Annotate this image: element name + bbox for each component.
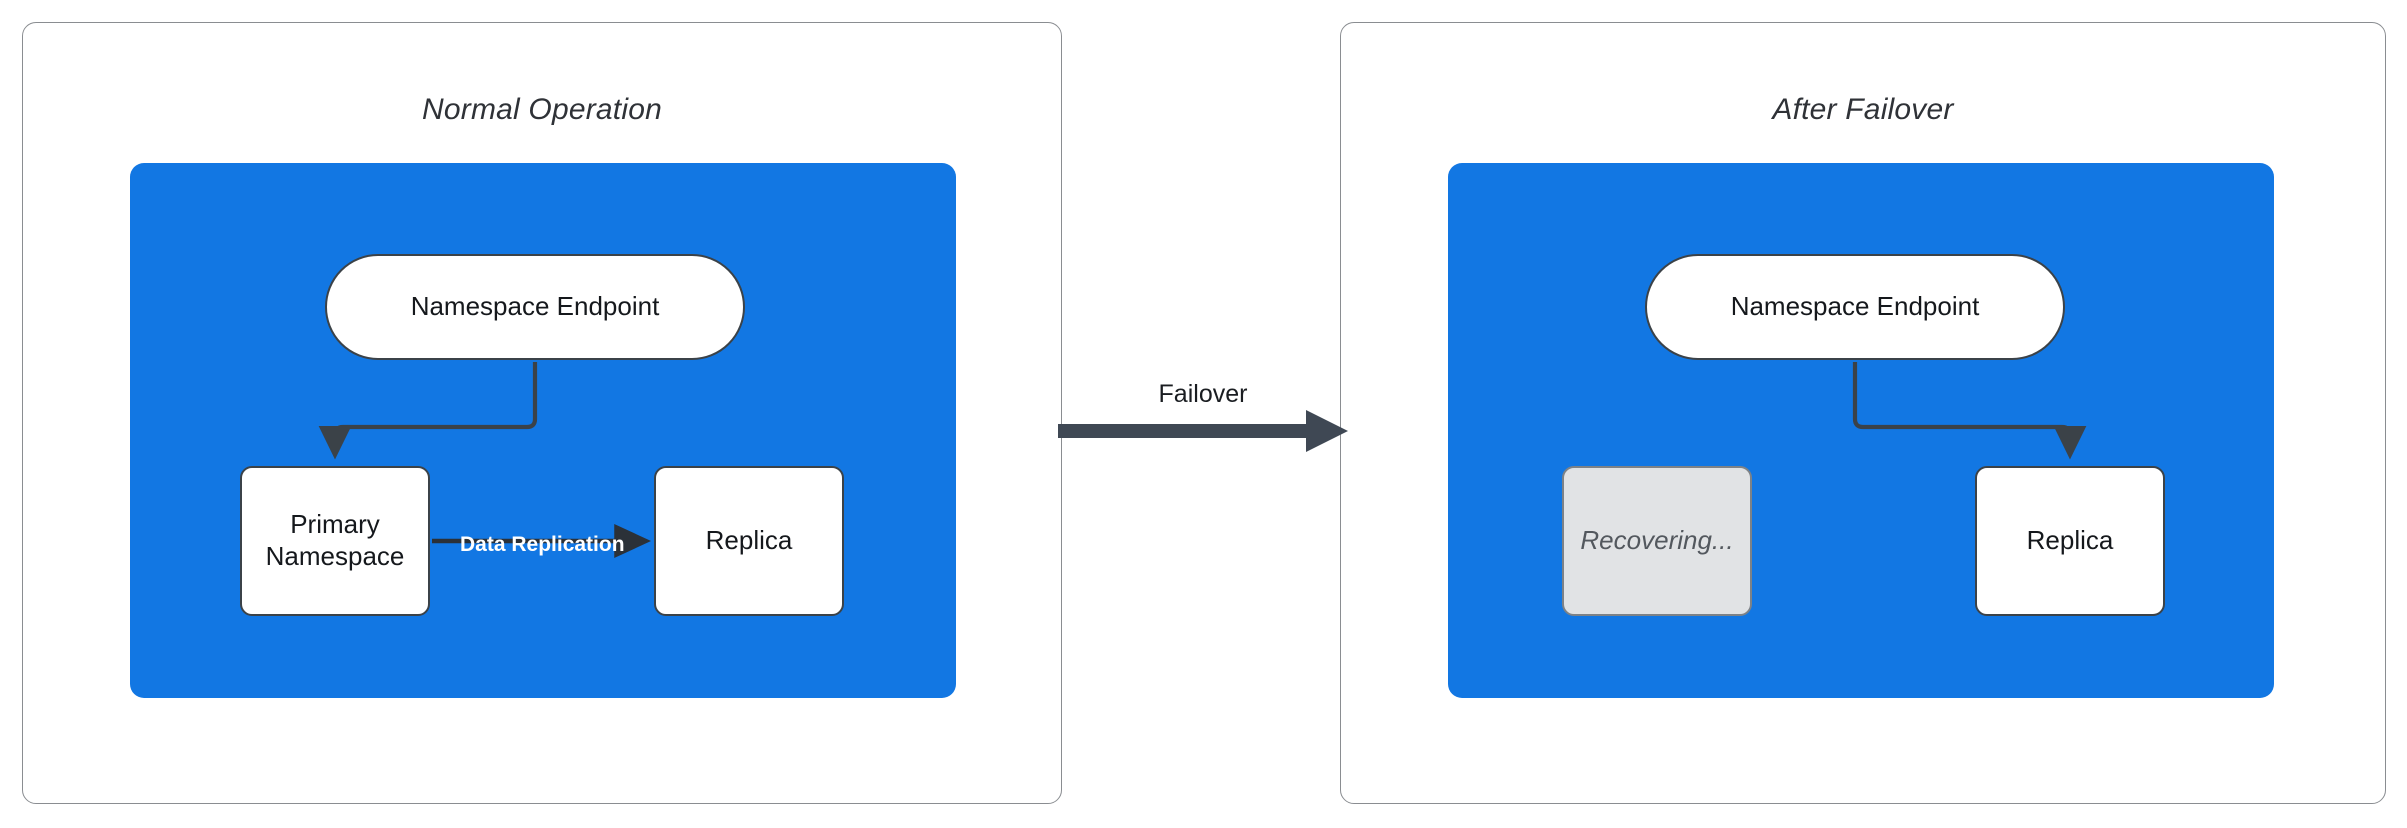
node-namespace-endpoint-normal[interactable]: Namespace Endpoint <box>325 254 745 360</box>
node-label: Namespace Endpoint <box>410 291 660 322</box>
node-label: Primary Namespace <box>266 509 405 572</box>
region-after-failover <box>1448 163 2274 698</box>
node-recovering[interactable]: Recovering... <box>1562 466 1752 616</box>
failover-transition: Failover <box>1058 380 1348 490</box>
region-normal-operation <box>130 163 956 698</box>
node-label: Namespace Endpoint <box>1730 291 1980 322</box>
node-label: Replica <box>705 525 793 556</box>
node-label: Recovering... <box>1580 525 1734 556</box>
node-replica-failover[interactable]: Replica <box>1975 466 2165 616</box>
panel-title-normal-operation: Normal Operation <box>422 93 662 126</box>
node-label-line2: Namespace <box>265 541 405 571</box>
node-label: Replica <box>2026 525 2114 556</box>
node-namespace-endpoint-failover[interactable]: Namespace Endpoint <box>1645 254 2065 360</box>
node-primary-namespace[interactable]: Primary Namespace <box>240 466 430 616</box>
node-replica-normal[interactable]: Replica <box>654 466 844 616</box>
panel-title-after-failover: After Failover <box>1772 93 1954 126</box>
arrow-right-icon <box>1058 410 1348 452</box>
node-label-line1: Primary <box>290 509 380 540</box>
edge-label-data-replication: Data Replication <box>460 533 625 556</box>
failover-label: Failover <box>1158 380 1248 408</box>
